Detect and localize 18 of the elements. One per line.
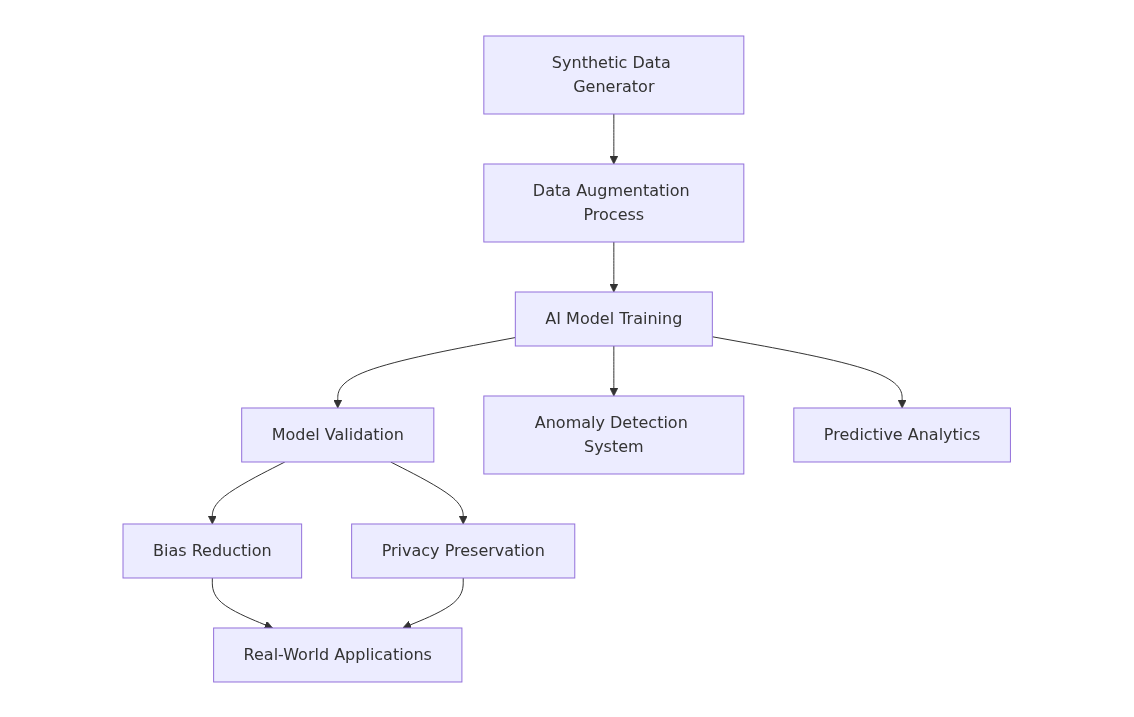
node-box: AI Model Training: [515, 291, 714, 346]
arrow: [208, 461, 286, 524]
node-box: Privacy Preservation: [351, 523, 576, 578]
node-box: Bias Reduction: [122, 523, 303, 578]
arrow: [609, 113, 619, 164]
node-box: Real-World Applications: [213, 627, 463, 682]
arrow: [212, 577, 274, 629]
arrow: [712, 335, 907, 408]
arrow: [333, 336, 517, 408]
node-box: Model Validation: [241, 407, 435, 462]
arrow: [402, 577, 464, 629]
node-box: Anomaly Detection System: [483, 395, 745, 474]
node-box: Predictive Analytics: [793, 407, 1012, 462]
arrow: [609, 345, 619, 396]
node-box: Data Augmentation Process: [483, 163, 745, 242]
node-box: Synthetic Data Generator: [483, 35, 745, 114]
arrow: [609, 241, 619, 292]
arrow: [390, 461, 468, 524]
